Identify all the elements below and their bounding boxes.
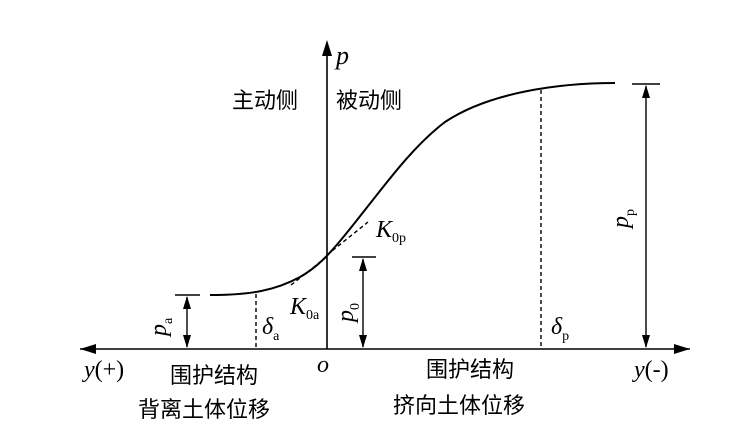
pp-label: pp xyxy=(608,209,638,230)
delta-p-label: δp xyxy=(551,314,569,344)
pp-arrow-up xyxy=(642,85,650,98)
active-side-label: 主动侧 xyxy=(232,89,298,114)
K0p-label: K0p xyxy=(375,217,406,246)
origin-label: o xyxy=(317,352,329,378)
p0-label: p0 xyxy=(333,303,363,324)
bottom-right-line2: 挤向土体位移 xyxy=(393,394,525,419)
K0a-label: K0a xyxy=(289,294,320,323)
tangent-K0p xyxy=(326,221,369,256)
bottom-left-line2: 背离土体位移 xyxy=(138,398,270,423)
x-left-label: y(+) xyxy=(82,357,124,383)
pressure-displacement-curve xyxy=(209,82,616,296)
p0-arrow-up xyxy=(359,258,367,271)
y-axis-label: p xyxy=(334,41,349,70)
bottom-right-line1: 围护结构 xyxy=(426,358,514,383)
pp-arrow-down xyxy=(642,335,650,348)
x-axis-left-arrow xyxy=(80,344,96,354)
passive-side-label: 被动侧 xyxy=(336,89,402,114)
p0-arrow-down xyxy=(359,335,367,348)
bottom-left-line1: 围护结构 xyxy=(170,364,258,389)
pa-arrow-down xyxy=(183,335,191,348)
pa-label: pa xyxy=(146,317,176,338)
x-right-label: y(-) xyxy=(632,357,669,383)
x-axis-right-arrow xyxy=(674,344,690,354)
pa-arrow-up xyxy=(183,296,191,309)
y-axis-arrow xyxy=(322,40,332,56)
tangent-K0a xyxy=(290,255,329,286)
delta-a-label: δa xyxy=(262,314,280,344)
